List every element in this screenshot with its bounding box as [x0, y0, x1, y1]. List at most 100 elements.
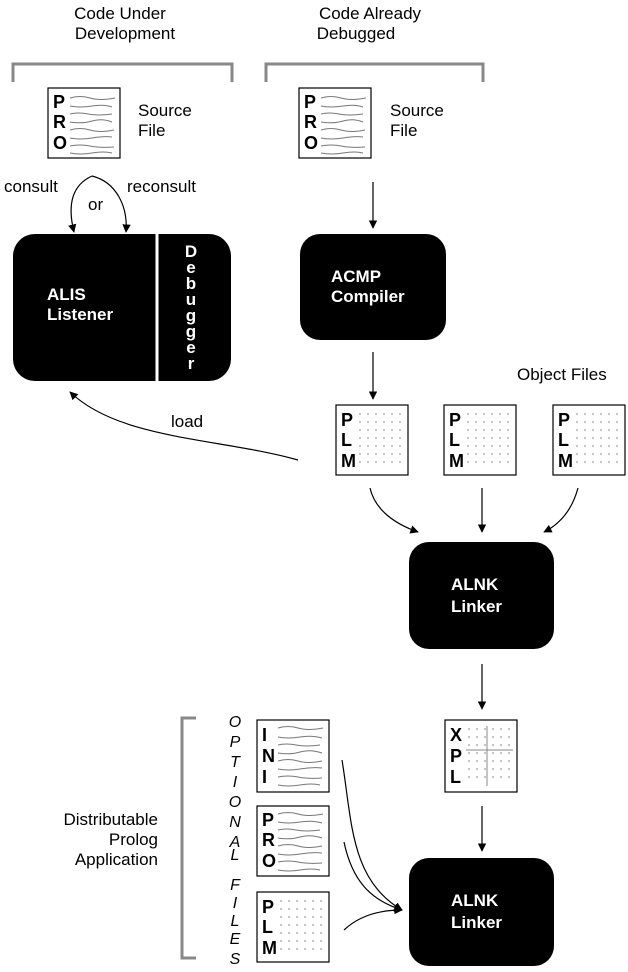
doc-letter: L	[558, 430, 569, 450]
doc-letter: L	[262, 917, 273, 937]
debugger-letter: g	[186, 306, 196, 325]
doc-letter: M	[558, 451, 573, 471]
optional-letter: P	[230, 734, 241, 751]
optional-letter: I	[233, 774, 238, 791]
source-file-label-left-line2: File	[138, 121, 165, 140]
doc-letter: P	[304, 92, 316, 112]
doc-letter: L	[450, 767, 461, 787]
compiler-label-line2: Compiler	[331, 287, 405, 306]
files-letter: I	[233, 895, 238, 912]
pro-file-doc-bottom: P R O	[256, 805, 330, 877]
consult-label: consult	[4, 177, 58, 196]
debugger-letter: r	[188, 354, 195, 373]
bracket-already-debugged	[264, 62, 485, 82]
doc-letter: P	[341, 410, 353, 430]
linker1-label-line2: Linker	[451, 597, 502, 616]
optional-letter: T	[230, 754, 241, 771]
debugger-letter: g	[186, 322, 196, 341]
debugger-letter: e	[186, 338, 195, 357]
acmp-compiler-box	[300, 234, 446, 340]
header-under-development-line1: Code Under	[74, 4, 166, 23]
load-label: load	[171, 412, 203, 431]
doc-letter: R	[262, 830, 275, 850]
doc-letter: R	[304, 112, 317, 132]
files-label: F I L E S	[230, 877, 241, 968]
distributable-label-line2: Prolog	[109, 830, 158, 849]
optional-label: O P T I O N A L	[229, 714, 242, 864]
plm-file-doc-bottom: P L M	[256, 891, 330, 963]
alnk-linker-box-2	[409, 858, 554, 966]
or-label: or	[88, 195, 103, 214]
optional-letter: A	[229, 834, 241, 851]
reconsult-arrow	[91, 175, 131, 233]
doc-letter: X	[450, 725, 462, 745]
doc-letter: P	[450, 746, 462, 766]
doc-letter: R	[53, 112, 66, 132]
pro-to-linker-arrow	[343, 841, 403, 912]
source-file-label-left-line1: Source	[138, 101, 192, 120]
debugger-label: D e b u g g e r	[185, 242, 197, 373]
source-file-label-right-line2: File	[390, 121, 417, 140]
doc-letter: M	[262, 938, 277, 958]
doc-letter: N	[262, 746, 275, 766]
doc-letter: P	[262, 810, 274, 830]
files-letter: F	[230, 877, 241, 894]
doc-letter: L	[341, 430, 352, 450]
doc-letter: O	[53, 133, 67, 153]
listener-label-line1: ALIS	[47, 285, 86, 304]
optional-letter: N	[229, 814, 241, 831]
doc-letter: M	[341, 451, 356, 471]
doc-letter: O	[262, 851, 276, 871]
object-file-doc-1: P L M	[335, 404, 409, 476]
consult-arrow	[68, 175, 93, 233]
source-file-doc-right: P R O	[298, 87, 372, 159]
optional-letter: O	[229, 794, 241, 811]
debugger-letter: b	[186, 274, 196, 293]
ini-to-linker-arrow	[341, 759, 403, 911]
object1-to-linker-arrow	[369, 487, 419, 534]
compiler-label-line1: ACMP	[331, 267, 381, 286]
ini-file-doc: I N I	[256, 719, 330, 793]
doc-letter: P	[449, 410, 461, 430]
plm-to-linker-arrow	[343, 905, 403, 931]
header-already-debugged-line2: Debugged	[317, 24, 395, 43]
object-file-doc-3: P L M	[552, 404, 626, 476]
optional-letter: L	[231, 847, 240, 864]
debugger-letter: D	[185, 242, 197, 261]
bracket-under-development	[11, 62, 234, 82]
distributable-label-line1: Distributable	[64, 810, 159, 829]
doc-letter: P	[558, 410, 570, 430]
doc-letter: M	[449, 451, 464, 471]
load-arrow	[69, 391, 299, 461]
files-letter: S	[230, 951, 241, 968]
object3-to-linker-arrow	[543, 487, 579, 533]
distributable-label-line3: Application	[75, 850, 158, 869]
object-file-doc-2: P L M	[443, 404, 517, 476]
doc-letter: P	[53, 92, 65, 112]
doc-letter: I	[262, 767, 267, 787]
header-under-development-line2: Development	[75, 24, 175, 43]
doc-letter: P	[262, 897, 274, 917]
linker2-label-line1: ALNK	[451, 891, 499, 910]
doc-letter: O	[304, 133, 318, 153]
bracket-distributable	[180, 716, 196, 960]
doc-letter: L	[449, 430, 460, 450]
xpl-file-doc: X P L	[444, 719, 518, 793]
linker1-label-line1: ALNK	[451, 575, 499, 594]
header-already-debugged-line1: Code Already	[319, 4, 422, 23]
files-letter: E	[230, 931, 241, 948]
optional-letter: O	[229, 714, 241, 731]
reconsult-label: reconsult	[127, 177, 196, 196]
files-letter: L	[231, 913, 240, 930]
debugger-letter: u	[186, 290, 196, 309]
alnk-linker-box-1	[409, 542, 554, 649]
doc-letter: I	[262, 725, 267, 745]
object-files-label: Object Files	[517, 365, 607, 384]
alis-listener-box	[13, 234, 231, 381]
debugger-letter: e	[186, 258, 195, 277]
source-file-doc-left: P R O	[47, 87, 121, 159]
listener-label-line2: Listener	[47, 305, 114, 324]
source-file-label-right-line1: Source	[390, 101, 444, 120]
linker2-label-line2: Linker	[451, 913, 502, 932]
